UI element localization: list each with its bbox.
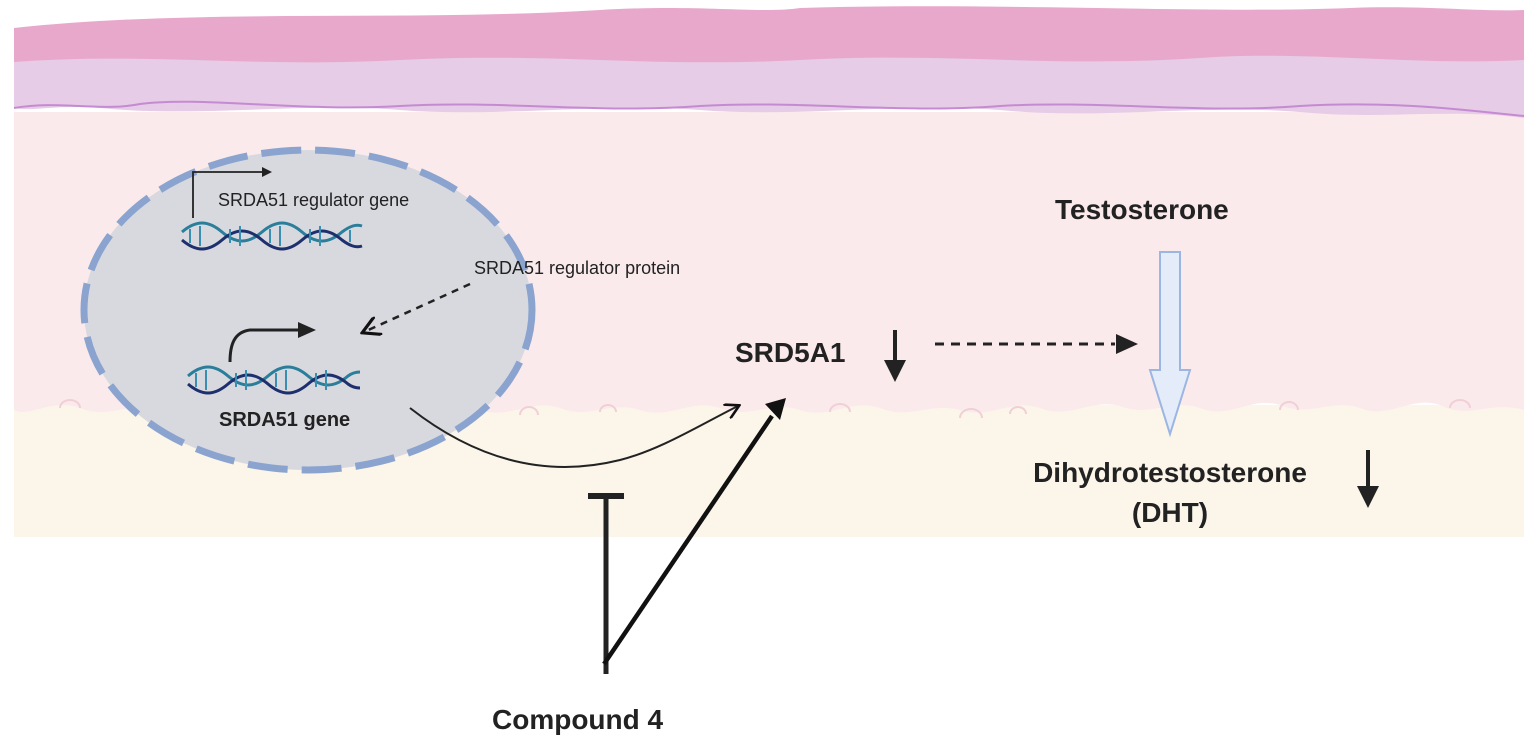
inhibition-bar-icon xyxy=(588,493,624,674)
regulator-gene-label: SRDA51 regulator gene xyxy=(218,190,410,210)
epidermis-line xyxy=(13,100,1525,117)
compound-label: Compound 4 xyxy=(492,704,664,735)
testosterone-label: Testosterone xyxy=(1055,194,1229,225)
dht-label-line1: Dihydrotestosterone xyxy=(1033,457,1307,488)
regulator-protein-arrow xyxy=(364,282,471,332)
down-arrow-icon xyxy=(1357,450,1379,508)
epidermis-top xyxy=(14,6,1524,63)
enzyme-label: SRD5A1 xyxy=(735,337,846,368)
gene-expression-arrow xyxy=(409,406,738,468)
dna-helix-icon xyxy=(187,365,361,395)
transcription-start-arrow-icon xyxy=(228,322,316,363)
conversion-arrow xyxy=(1148,251,1192,438)
gene-label: SRDA51 gene xyxy=(219,409,351,431)
transcription-start-arrow-icon xyxy=(192,167,272,218)
enzyme-action-arrow xyxy=(935,334,1138,354)
down-arrow-icon xyxy=(884,330,906,382)
regulator-protein-label: SRDA51 regulator protein xyxy=(474,258,681,278)
dna-helix-icon xyxy=(181,221,363,251)
compound-activation-arrow xyxy=(602,398,786,666)
dht-label-line2: (DHT) xyxy=(1131,497,1209,528)
